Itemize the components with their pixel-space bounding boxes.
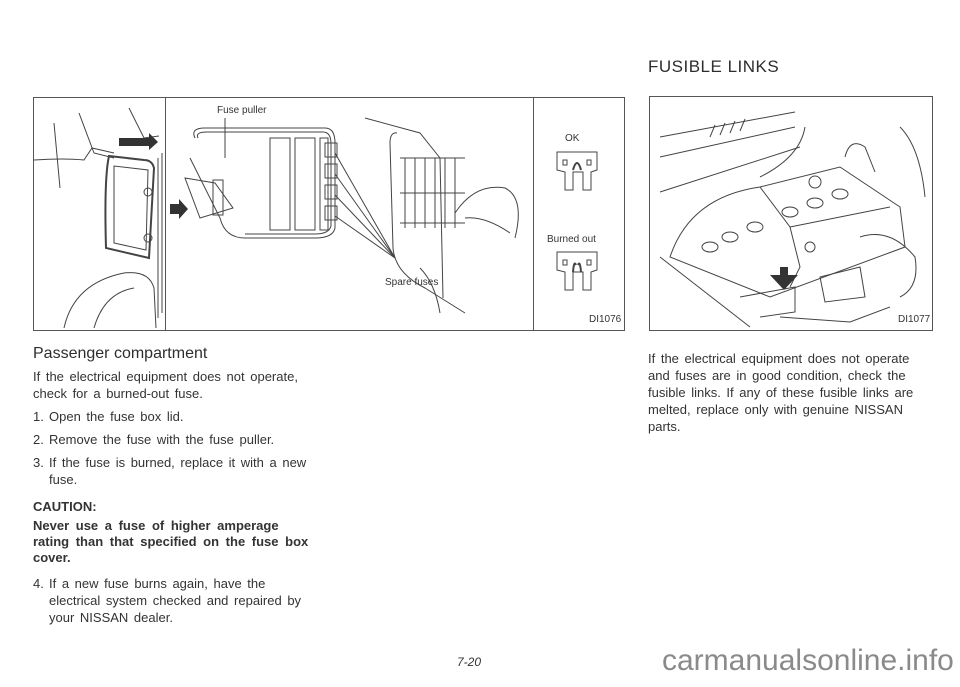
step-number: 3.	[33, 455, 44, 470]
intro-paragraph: If the electrical equipment does not ope…	[33, 369, 298, 401]
step-item: 2. Remove the fuse with the fuse puller.	[33, 431, 318, 448]
passenger-compartment-heading: Passenger compartment	[33, 345, 208, 362]
step-text: If a new fuse burns again, have the elec…	[49, 576, 302, 625]
step-text: Open the fuse box lid.	[49, 409, 184, 424]
step-text: If the fuse is burned, replace it with a…	[49, 455, 307, 487]
caution-title: CAUTION:	[33, 499, 97, 514]
fuse-box-lid-illustration	[184, 117, 519, 314]
step-item: 3. If the fuse is burned, replace it wit…	[33, 454, 318, 488]
fusible-links-title: FUSIBLE LINKS	[648, 57, 780, 76]
step-item: 1. Open the fuse box lid.	[33, 408, 318, 425]
engine-bay-illustration	[659, 111, 926, 328]
step-number: 1.	[33, 409, 44, 424]
fuse-ok-label: OK	[565, 133, 580, 144]
fuse-burned-out-icon	[556, 251, 598, 291]
slide-arrow-icon	[119, 133, 158, 150]
spare-fuses-icons	[324, 142, 338, 221]
fusible-links-figure: DI1077	[649, 96, 933, 331]
fusible-links-paragraph: If the electrical equipment does not ope…	[648, 351, 914, 434]
fuse-ok-icon	[556, 151, 598, 191]
next-step-arrow-icon	[170, 199, 188, 219]
figure-divider	[165, 98, 166, 330]
figure-divider	[533, 98, 534, 330]
step-number: 4.	[33, 576, 44, 591]
step-number: 2.	[33, 432, 44, 447]
fuse-puller-label: Fuse puller	[217, 105, 267, 116]
caution-text: Never use a fuse of higher amperage rati…	[33, 518, 309, 565]
spare-fuses-label: Spare fuses	[385, 277, 439, 288]
passenger-compartment-body: If the electrical equipment does not ope…	[33, 368, 318, 626]
step-item: 4. If a new fuse burns again, have the e…	[33, 575, 318, 626]
fusible-link-pointer-arrow-icon	[770, 267, 798, 290]
step-text: Remove the fuse with the fuse puller.	[49, 432, 275, 447]
figure-code-di1076: DI1076	[589, 314, 622, 325]
page-number: 7-20	[457, 655, 482, 669]
figure-code-di1077: DI1077	[898, 314, 931, 325]
fuse-lid-location-illustration	[33, 107, 163, 329]
watermark: carmanualsonline.info	[662, 644, 954, 677]
fuse-box-figure: Fuse puller Spare fuses OK	[33, 97, 625, 331]
fuse-burned-out-label: Burned out	[547, 234, 596, 245]
